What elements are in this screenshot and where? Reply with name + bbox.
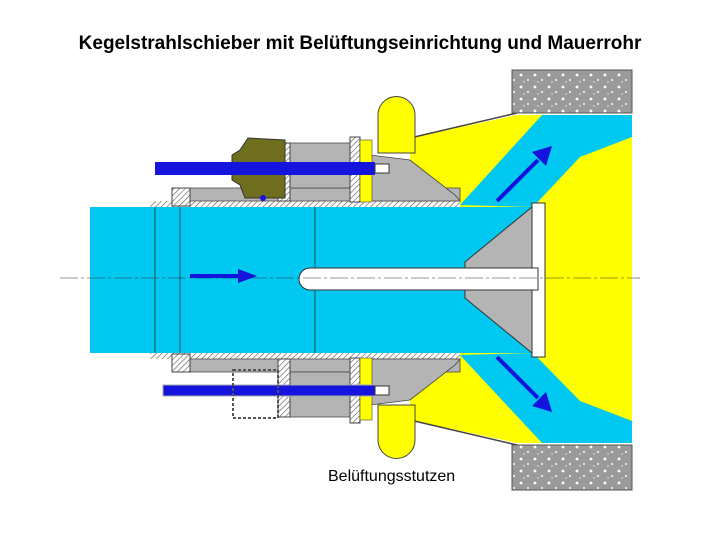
outer-cone-bottom [409, 419, 518, 446]
flange-left-top [171, 187, 191, 207]
pipe-wall-bottom [150, 353, 460, 359]
spindle-top [155, 162, 375, 175]
diagram-title: Kegelstrahlschieber mit Belüftungseinric… [78, 33, 642, 54]
vent-pipe-top [377, 96, 416, 154]
spindle-bottom [162, 384, 376, 397]
outer-cone-top [409, 112, 518, 139]
valve-rod [298, 267, 539, 291]
flow-arrow-down [495, 355, 552, 412]
vent-pipe-bottom [377, 404, 416, 459]
flange-left-bottom [171, 353, 191, 373]
wall-top [511, 69, 633, 114]
bottom-gear [232, 369, 279, 419]
flow-arrow-inlet [190, 269, 257, 283]
pipe-wall-top [150, 201, 460, 207]
flow-arrow-up [495, 146, 552, 203]
vent-label: Belüftungsstutzen [328, 468, 456, 485]
wall-bottom [511, 444, 633, 491]
